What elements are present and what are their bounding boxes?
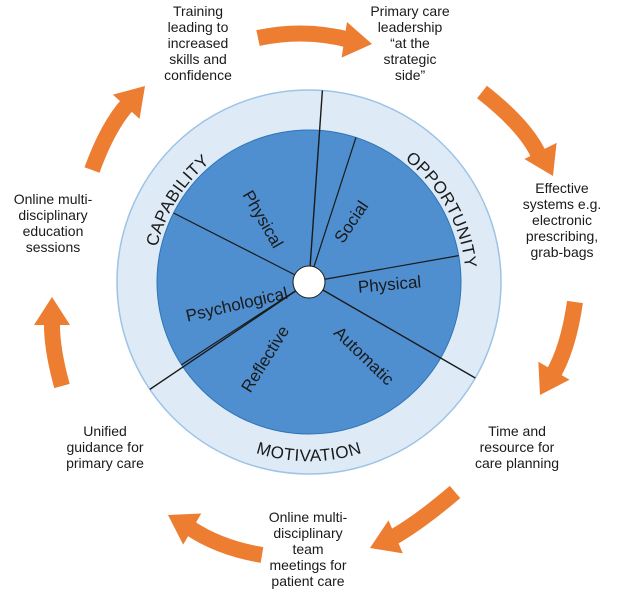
center-hub — [292, 265, 326, 299]
label-line: care planning — [474, 455, 560, 471]
label-line: Effective — [535, 180, 589, 196]
label-line: grab-bags — [530, 244, 594, 260]
label-line: side” — [394, 67, 426, 83]
label-line: sessions — [25, 239, 81, 255]
sector-divider — [309, 90, 324, 267]
label-line: Online multi- — [268, 509, 348, 525]
label-line: Training — [172, 3, 224, 19]
label-line: leadership — [377, 19, 443, 35]
label-line: patient care — [271, 573, 345, 589]
label-line: electronic — [532, 212, 592, 228]
cycle-arrow-head — [168, 513, 202, 545]
label-line: prescribing, — [525, 228, 599, 244]
segment-divider — [313, 137, 357, 267]
cycle-arrow-shaft — [477, 85, 548, 162]
cycle-arrow-head — [370, 520, 403, 554]
cycle-arrows — [34, 22, 583, 563]
cycle-arrow-head — [341, 22, 372, 58]
label-line: strategic — [383, 51, 437, 67]
sector-divider — [322, 289, 476, 379]
cycle-arrow-head — [524, 142, 557, 176]
label-line: Online multi- — [13, 191, 93, 207]
cycle-arrow-head — [112, 86, 145, 119]
cycle-arrow-head — [34, 297, 70, 325]
label-line: Time and — [488, 423, 546, 439]
label-line: meetings for — [269, 557, 347, 573]
segment-divider — [173, 212, 296, 276]
label-line: primary care — [66, 455, 144, 471]
cycle-arrow-shaft — [256, 25, 353, 48]
label-line: team — [292, 541, 324, 557]
label-line: skills and — [169, 51, 227, 67]
segment-divider — [324, 255, 459, 280]
segment-dividers — [149, 90, 476, 390]
label-line: systems e.g. — [522, 196, 602, 212]
label-line: increased — [167, 35, 229, 51]
label-line: leading to — [167, 19, 229, 35]
label-line: disciplinary — [273, 525, 343, 541]
cycle-arrow-shaft — [185, 521, 264, 563]
label-line: Unified — [83, 423, 127, 439]
cycle-arrow-shaft — [545, 300, 583, 381]
label-line: “at the — [390, 35, 430, 51]
label-line: disciplinary — [18, 207, 88, 223]
label-line: guidance for — [66, 439, 144, 455]
cycle-arrow-shaft — [387, 485, 461, 545]
label-line: confidence — [164, 67, 232, 83]
sector-divider — [149, 290, 297, 390]
cycle-arrow-head — [538, 361, 570, 395]
cycle-arrow-shaft — [44, 324, 70, 389]
label-line: education — [22, 223, 84, 239]
cycle-arrow-shaft — [84, 98, 135, 173]
label-line: Primary care — [370, 3, 450, 19]
label-line: resource for — [479, 439, 555, 455]
